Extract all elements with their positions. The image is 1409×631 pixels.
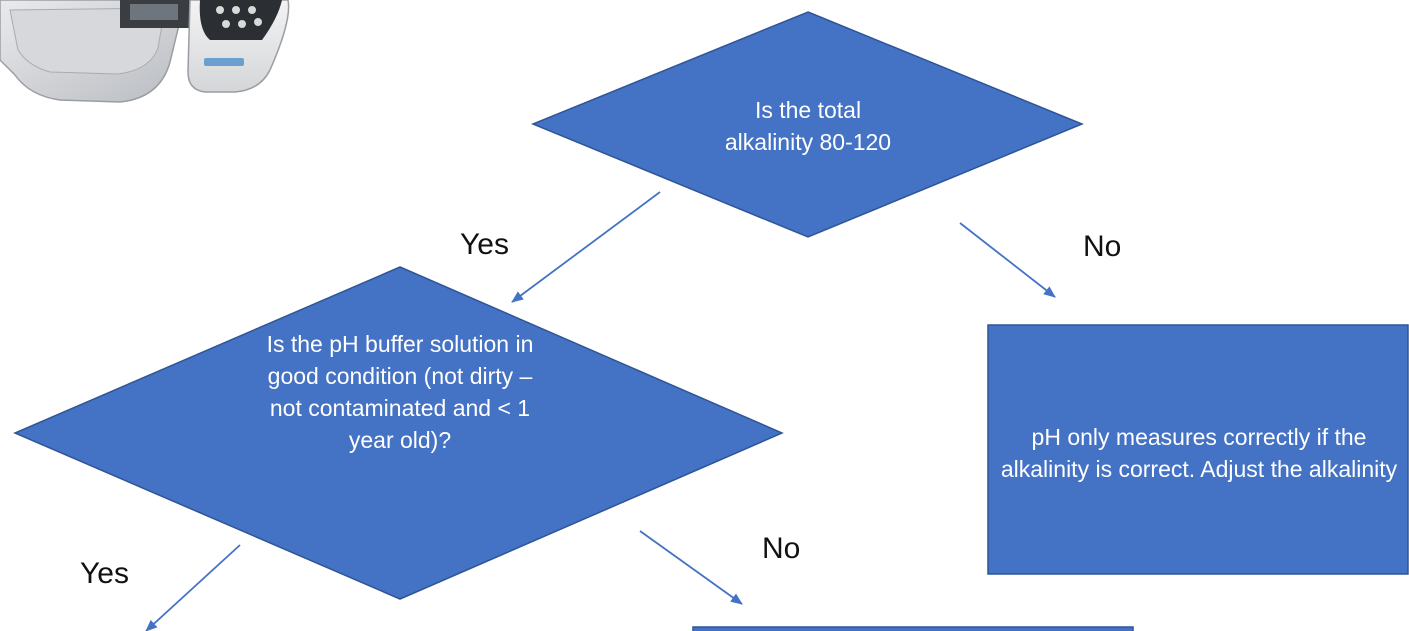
alkalinity-yes-label: Yes [460, 228, 509, 261]
buffer-no-label: No [762, 532, 801, 565]
buffer-question-label: Is the pH buffer solution in good condit… [266, 331, 534, 453]
alkalinity-decision-diamond [531, 11, 1084, 238]
adjust-alkalinity-label: pH only measures correctly if the alkali… [1000, 424, 1398, 482]
alkalinity-no-connector [959, 222, 1056, 298]
alkalinity-no-label: No [1083, 230, 1122, 263]
alkalinity-yes-connector [511, 191, 661, 303]
buffer-yes-label: Yes [80, 557, 129, 590]
buffer-decision-diamond [13, 266, 784, 600]
buffer-no-box [692, 626, 1134, 631]
alkalinity-question-label: Is the total alkalinity 80-120 [724, 97, 892, 155]
adjust-alkalinity-box [987, 324, 1409, 575]
pool-test-kit-device-icon [0, 0, 290, 103]
buffer-no-connector [639, 530, 743, 605]
buffer-yes-connector [145, 544, 241, 631]
